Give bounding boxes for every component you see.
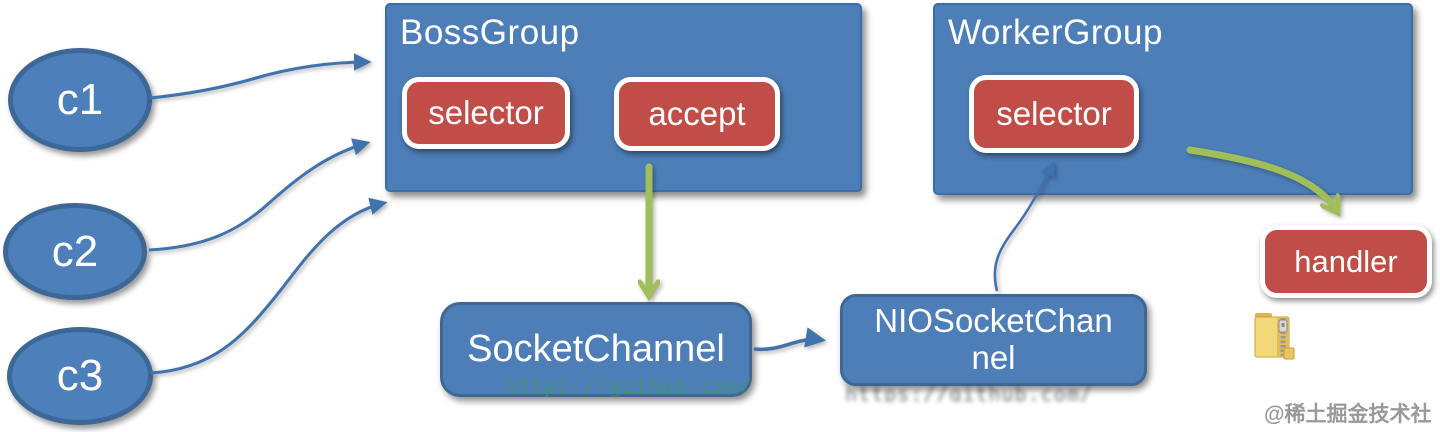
worker-selector-box: selector xyxy=(969,75,1139,153)
boss-selector-box: selector xyxy=(402,77,570,149)
boss-accept-box: accept xyxy=(614,77,780,151)
zip-folder-icon xyxy=(1254,310,1296,365)
edge-c1-to-bossgroup xyxy=(149,53,372,100)
watermark-smudge: https://github.com/ xyxy=(845,382,1093,402)
handler-label: handler xyxy=(1294,243,1398,279)
client-c2-label: c2 xyxy=(51,226,99,276)
watermark-community: @稀土掘金技术社区 xyxy=(1264,403,1432,426)
watermark-github-url: https://github.com/ xyxy=(505,374,753,398)
boss-selector-label: selector xyxy=(428,94,544,131)
boss-accept-label: accept xyxy=(648,95,746,132)
socket-channel-label: SocketChannel xyxy=(467,328,725,370)
socket-channel-box: SocketChannel xyxy=(440,302,752,397)
boss-group-title: BossGroup xyxy=(400,13,580,52)
worker-group-box: WorkerGroup selector xyxy=(933,3,1413,195)
nio-socket-channel-label-line2: nel xyxy=(971,339,1016,376)
handler-box: handler xyxy=(1260,225,1432,298)
worker-group-title: WorkerGroup xyxy=(948,13,1163,52)
client-c3-label: c3 xyxy=(56,351,104,400)
client-c1-ellipse: c1 xyxy=(8,48,152,152)
client-c2-ellipse: c2 xyxy=(3,203,147,300)
client-c1-label: c1 xyxy=(56,75,104,124)
nio-socket-channel-label-line1: NIOSocketChan xyxy=(874,302,1113,340)
edge-socketchannel-to-niosocketchannel xyxy=(753,327,827,352)
nio-socket-channel-box: NIOSocketChan nel xyxy=(840,294,1147,386)
client-c3-ellipse: c3 xyxy=(7,327,153,425)
boss-group-box: BossGroup selector accept xyxy=(385,3,862,192)
edge-c2-to-bossgroup xyxy=(148,138,371,252)
edge-c3-to-bossgroup xyxy=(150,197,388,375)
worker-selector-label: selector xyxy=(996,95,1112,132)
